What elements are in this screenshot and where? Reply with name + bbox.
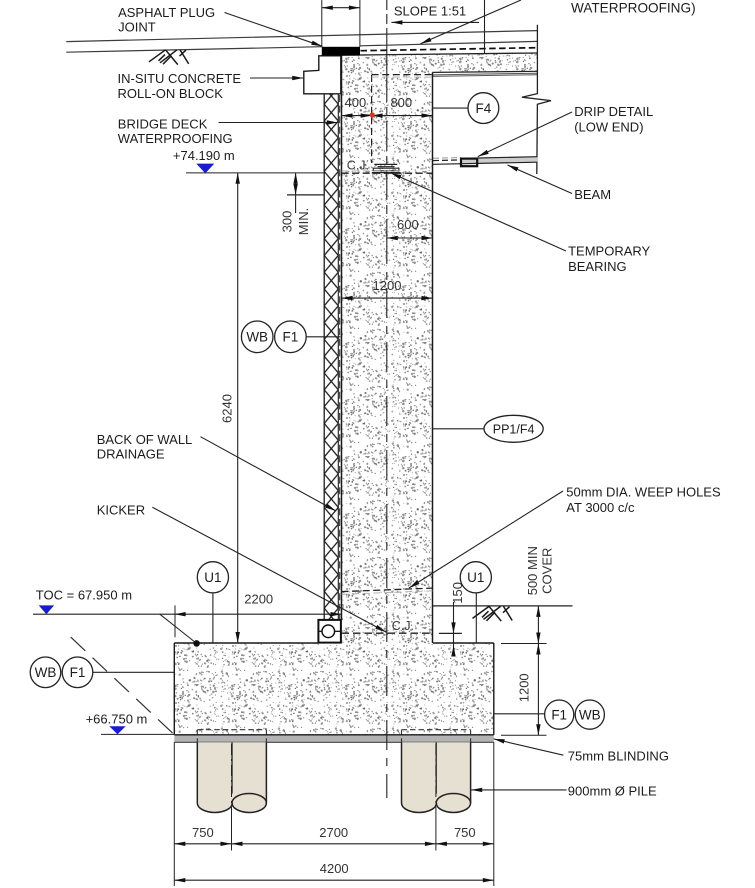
svg-text:750: 750 — [192, 825, 214, 840]
svg-text:COVER: COVER — [540, 548, 555, 594]
svg-text:50mm DIA. WEEP HOLES: 50mm DIA. WEEP HOLES — [566, 485, 721, 500]
svg-text:SLOPE 1:51: SLOPE 1:51 — [394, 3, 466, 18]
svg-text:DRIP DETAIL: DRIP DETAIL — [574, 104, 653, 119]
svg-text:DRAINAGE: DRAINAGE — [97, 447, 165, 462]
svg-text:WB: WB — [579, 707, 601, 722]
svg-text:BEAM: BEAM — [574, 187, 611, 202]
svg-text:F4: F4 — [476, 101, 492, 116]
svg-text:WATERPROOFING): WATERPROOFING) — [571, 1, 696, 16]
svg-text:IN-SITU CONCRETE: IN-SITU CONCRETE — [118, 71, 242, 86]
svg-text:F1: F1 — [283, 330, 299, 345]
svg-text:75mm BLINDING: 75mm BLINDING — [568, 749, 669, 764]
svg-text:600: 600 — [397, 217, 419, 232]
svg-text:JOINT: JOINT — [118, 20, 156, 35]
svg-text:WB: WB — [35, 665, 57, 680]
svg-text:BACK OF WALL: BACK OF WALL — [97, 432, 193, 447]
svg-text:900mm Ø PILE: 900mm Ø PILE — [568, 783, 657, 798]
svg-text:+74.190 m: +74.190 m — [173, 148, 235, 163]
svg-text:BRIDGE DECK: BRIDGE DECK — [118, 116, 208, 131]
svg-text:PP1/F4: PP1/F4 — [493, 422, 535, 436]
svg-text:TEMPORARY: TEMPORARY — [568, 244, 650, 259]
svg-text:KICKER: KICKER — [97, 502, 145, 517]
svg-text:BEARING: BEARING — [568, 259, 627, 274]
svg-text:300: 300 — [280, 211, 295, 233]
svg-text:U1: U1 — [204, 570, 221, 585]
svg-text:C.J.: C.J. — [392, 619, 414, 633]
svg-text:+66.750 m: +66.750 m — [86, 712, 148, 727]
svg-text:750: 750 — [454, 825, 476, 840]
svg-text:WB: WB — [246, 330, 268, 345]
svg-text:500 MIN: 500 MIN — [525, 546, 540, 595]
svg-text:MIN.: MIN. — [296, 208, 311, 235]
svg-text:ASPHALT PLUG: ASPHALT PLUG — [118, 5, 215, 20]
svg-text:ROLL-ON BLOCK: ROLL-ON BLOCK — [118, 86, 224, 101]
svg-text:(LOW END): (LOW END) — [574, 119, 643, 134]
svg-text:1200: 1200 — [373, 278, 402, 293]
svg-text:1200: 1200 — [517, 673, 532, 702]
svg-text:TOC = 67.950 m: TOC = 67.950 m — [36, 588, 132, 603]
svg-text:4200: 4200 — [320, 861, 349, 876]
svg-text:AT 3000 c/c: AT 3000 c/c — [566, 500, 635, 515]
svg-text:2700: 2700 — [319, 825, 348, 840]
svg-text:150: 150 — [450, 582, 465, 604]
svg-text:6240: 6240 — [219, 394, 234, 423]
svg-text:800: 800 — [390, 95, 412, 110]
svg-text:WATERPROOFING: WATERPROOFING — [118, 131, 233, 146]
svg-text:F1: F1 — [551, 707, 567, 722]
svg-text:400: 400 — [345, 95, 367, 110]
svg-text:C.J.: C.J. — [347, 159, 369, 173]
svg-text:U1: U1 — [467, 570, 484, 585]
svg-text:F1: F1 — [70, 665, 86, 680]
svg-text:2200: 2200 — [244, 592, 273, 607]
